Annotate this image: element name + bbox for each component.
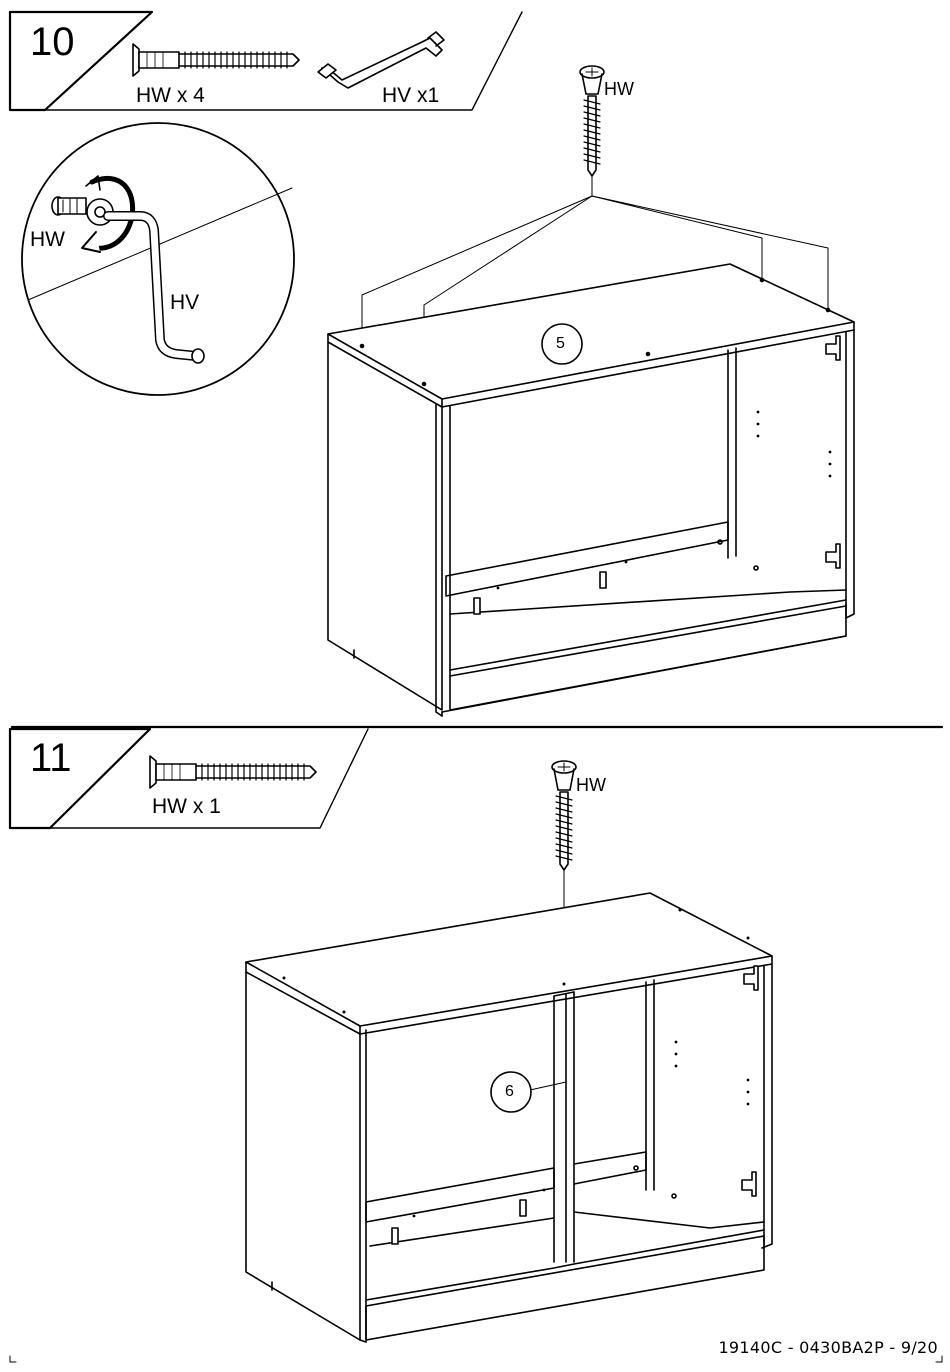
- step-10-screw-callout-label: HW: [604, 80, 634, 98]
- step-11-number: 11: [30, 738, 72, 778]
- step-10-header: [10, 12, 522, 110]
- panel-6-number: 6: [505, 1084, 514, 1100]
- cam-screw-icon: [150, 756, 316, 788]
- detail-cam-screw-icon: [52, 197, 113, 225]
- detail-key-label: HV: [170, 292, 199, 313]
- step-11-part-1-label: HW x 1: [152, 796, 221, 817]
- step-10-screw-callout-icon: [580, 66, 604, 196]
- document-code: 19140C - 0430BA2P - 9/20: [718, 1340, 938, 1356]
- panel-5-number: 5: [556, 336, 565, 352]
- cabinet-step-11: [246, 893, 772, 1342]
- step-10-number: 10: [30, 22, 75, 62]
- step-10-part-2-label: HV x1: [382, 85, 439, 106]
- cabinet-step-10: [328, 264, 854, 716]
- allen-key-icon: [318, 32, 444, 88]
- step-11-screw-callout-label: HW: [576, 776, 606, 794]
- step-10-part-1-label: HW x 4: [136, 85, 205, 106]
- detail-magnifier: [22, 123, 294, 395]
- detail-screw-label: HW: [30, 229, 65, 250]
- cam-screw-icon: [133, 44, 299, 76]
